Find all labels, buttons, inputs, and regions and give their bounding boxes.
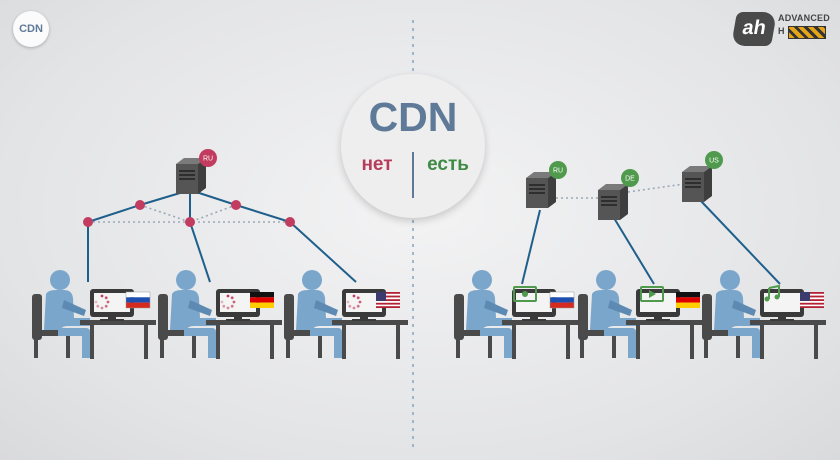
corner-cdn-badge: CDN (13, 11, 49, 47)
flag-ru-icon (549, 291, 575, 309)
video-play-icon (640, 286, 664, 302)
music-note-icon (764, 284, 780, 302)
brand-line1: ADVANCED (778, 13, 830, 23)
without-cdn-label: нет (361, 154, 393, 175)
workstation-2 (158, 270, 282, 359)
workstation-4 (454, 270, 578, 359)
right-network: RU DE US (454, 151, 826, 359)
flag-us-icon (376, 292, 400, 308)
with-cdn-label: есть (427, 154, 469, 175)
region-badge (199, 149, 217, 167)
workstation-1 (32, 270, 156, 359)
server-icon (598, 184, 628, 220)
cdn-comparison-circle: CDN нет есть (341, 74, 485, 218)
region-badge (705, 151, 723, 169)
region-badge (621, 169, 639, 187)
right-server-1-region: RU (553, 168, 563, 175)
workstation-5 (578, 270, 702, 359)
server-icon (526, 172, 556, 208)
brand-mark: ah (731, 12, 777, 46)
brand-logo: ah ADVANCED H (731, 8, 832, 48)
right-server-2-region: DE (625, 176, 635, 183)
right-server-3-region: US (709, 158, 719, 165)
brand-line2: H (778, 26, 785, 36)
center-circle-divider (412, 152, 414, 198)
workstation-6 (702, 270, 826, 359)
server-icon (682, 166, 712, 202)
corner-badge-label: CDN (19, 23, 43, 35)
flag-ru-icon (125, 291, 151, 309)
workstation-3 (284, 270, 408, 359)
flag-de-icon (250, 292, 274, 308)
left-server-region: RU (203, 156, 213, 163)
flag-us-icon (800, 292, 824, 308)
center-title: CDN (368, 94, 458, 140)
flag-de-icon (676, 292, 700, 308)
left-network: RU (32, 149, 408, 359)
image-content-icon (513, 286, 537, 302)
brand-stripe (788, 26, 826, 39)
region-badge (549, 161, 567, 179)
